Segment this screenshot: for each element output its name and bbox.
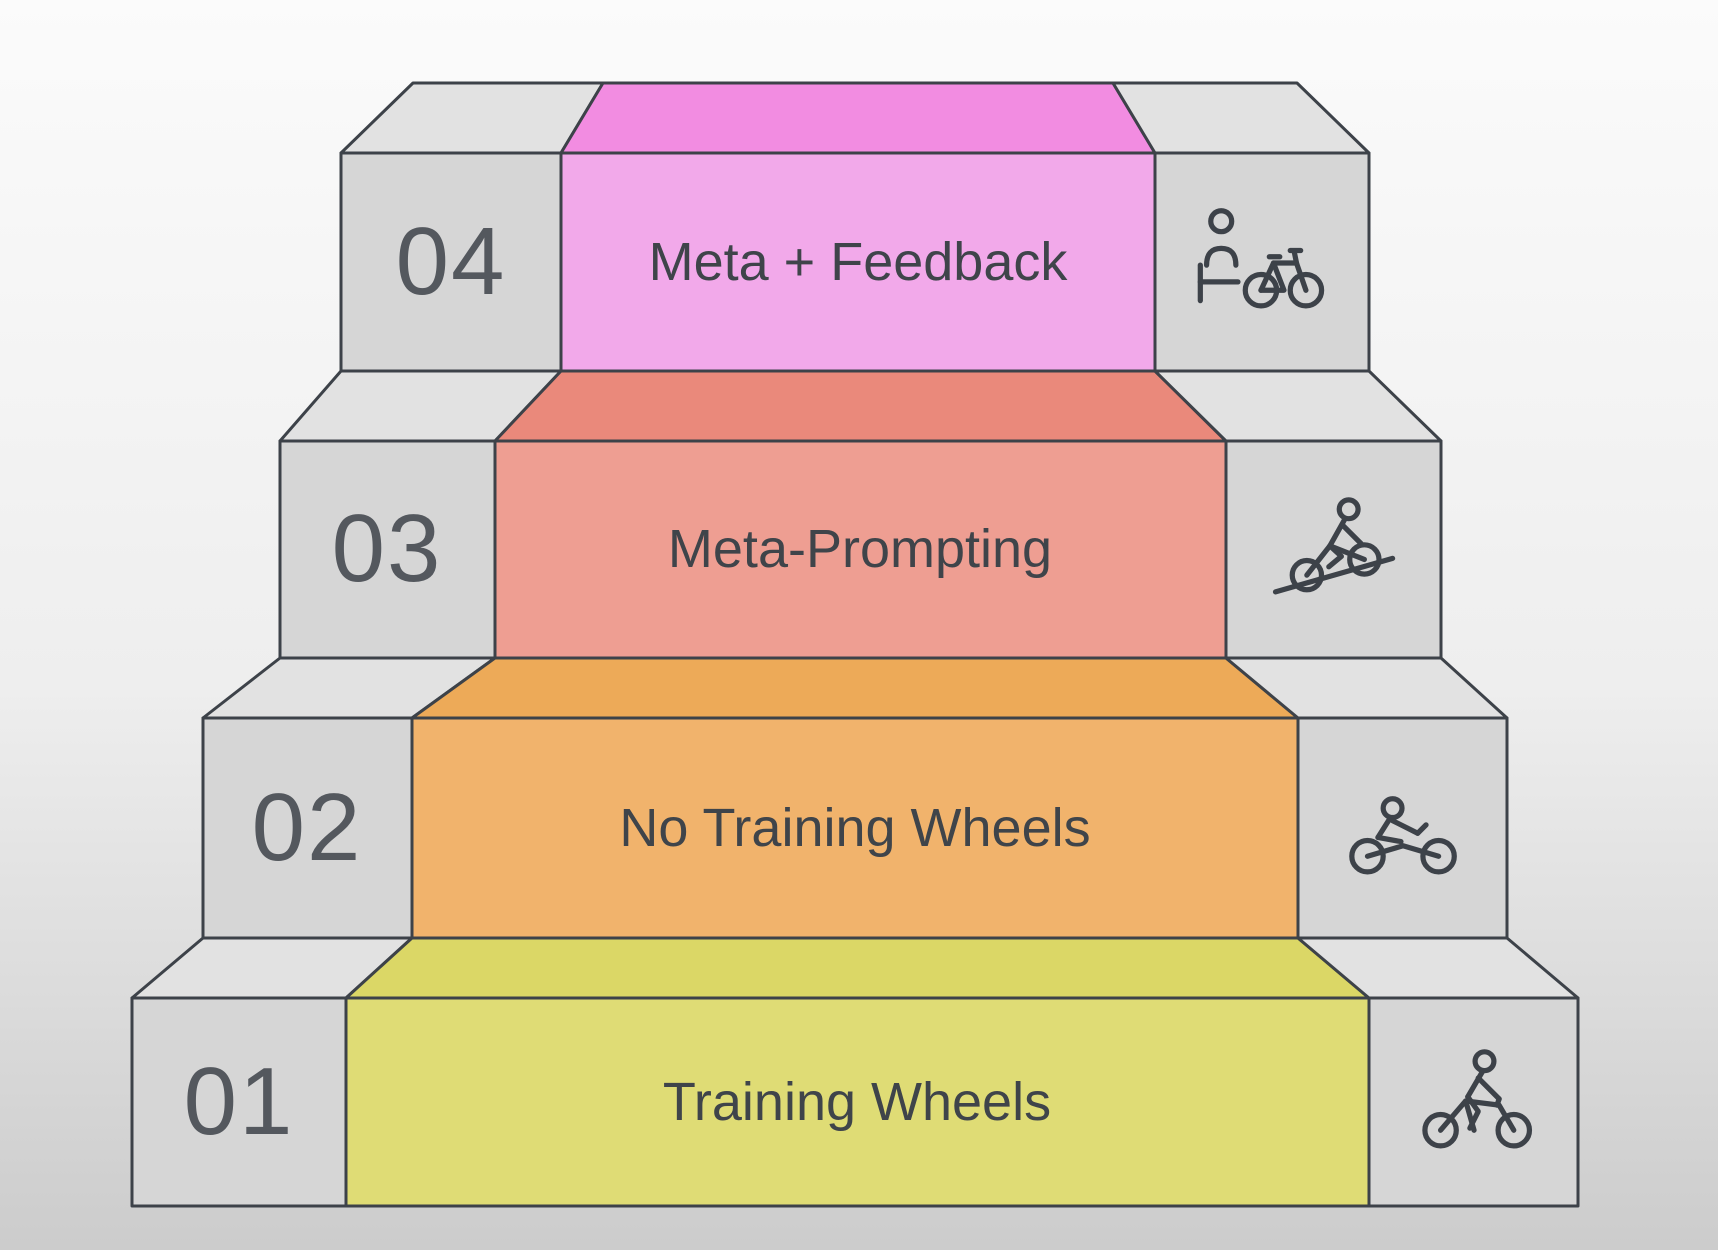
step-4-icon-block — [1153, 151, 1371, 373]
step-4-icon-top-face — [1111, 81, 1371, 155]
step-3-panel-top-face — [493, 369, 1228, 443]
step-4-shapes — [339, 81, 1371, 373]
step-3-number: 03 — [331, 495, 443, 602]
step-3-shapes — [278, 369, 1443, 660]
person-with-bicycle-icon — [1194, 205, 1330, 320]
cyclist-low-rider-icon — [1334, 771, 1470, 886]
step-4-label: Meta + Feedback — [648, 232, 1068, 292]
step-2-number: 02 — [251, 774, 363, 881]
step-2-shapes — [201, 656, 1509, 940]
step-1-number: 01 — [183, 1048, 295, 1155]
step-2-label: No Training Wheels — [619, 798, 1091, 858]
step-4-panel-top-face — [559, 81, 1157, 155]
step-4-number-top-face — [339, 81, 605, 155]
step-2-panel-top-face — [410, 656, 1300, 720]
cyclist-upright-icon — [1405, 1045, 1541, 1160]
step-4-number: 04 — [395, 208, 507, 315]
cyclist-slope-icon — [1265, 492, 1401, 607]
step-1-label: Training Wheels — [662, 1072, 1052, 1132]
step-1-panel-top-face — [344, 936, 1371, 1000]
step-3-label: Meta-Prompting — [667, 519, 1053, 579]
